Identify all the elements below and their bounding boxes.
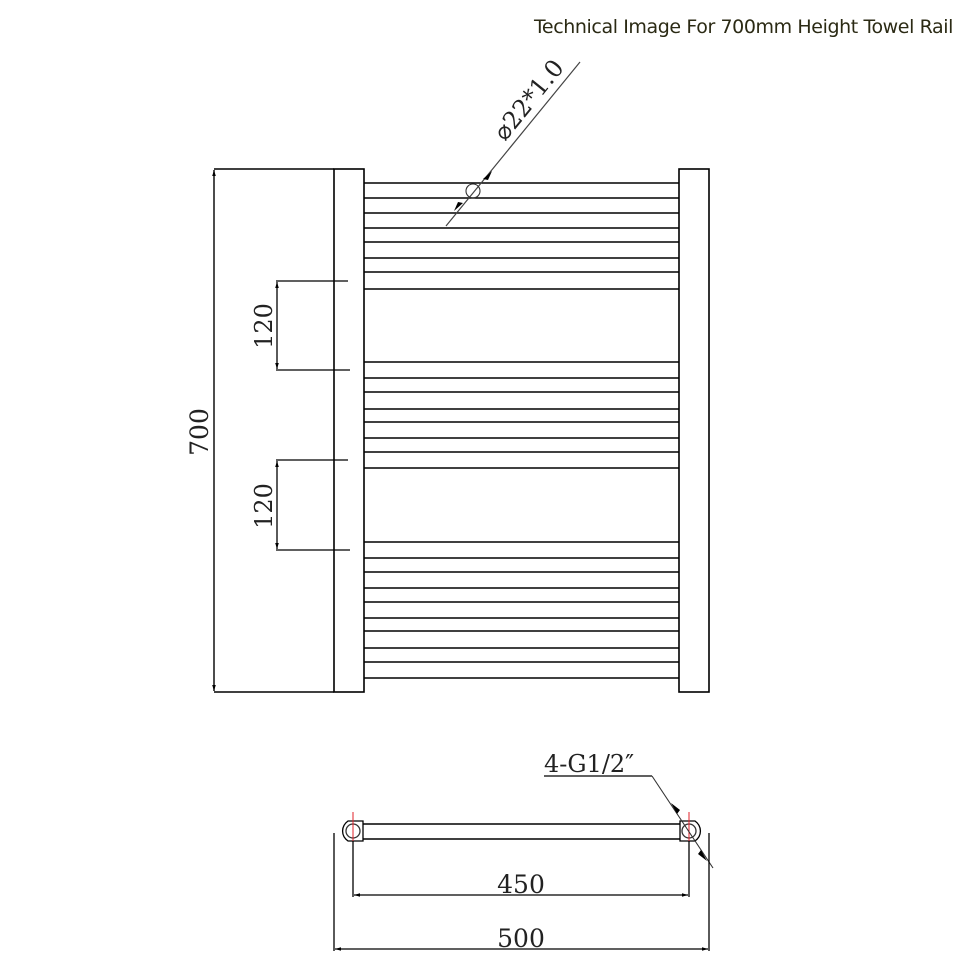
- gap-label-lower: 120: [250, 483, 278, 529]
- horizontal-rails: [364, 182, 679, 679]
- connection-callout: 4-G1/2″: [544, 750, 714, 869]
- tube-section-circle: [465, 183, 481, 199]
- gap-dimension-lower: 120: [250, 459, 350, 551]
- height-label: 700: [185, 408, 214, 456]
- left-upright: [333, 168, 365, 693]
- tube-spec-label: ⌀22*1.0: [488, 54, 570, 146]
- tube-diameter-callout: ⌀22*1.0: [445, 54, 581, 227]
- overall-width-label: 500: [497, 924, 545, 953]
- centres-label: 450: [497, 870, 545, 899]
- overall-width-dimension: 500: [335, 924, 708, 953]
- drawing-title: Technical Image For 700mm Height Towel R…: [533, 16, 953, 38]
- height-dimension: 700: [185, 168, 334, 693]
- gap-dimension-upper: 120: [250, 280, 350, 371]
- right-upright: [678, 168, 710, 693]
- connection-label: 4-G1/2″: [544, 750, 634, 778]
- top-view: 4-G1/2″ 450 500: [333, 750, 714, 953]
- front-view: 700 120 120 ⌀22*1.0: [185, 54, 710, 693]
- gap-label-upper: 120: [250, 303, 278, 349]
- centres-dimension: 450: [354, 870, 688, 899]
